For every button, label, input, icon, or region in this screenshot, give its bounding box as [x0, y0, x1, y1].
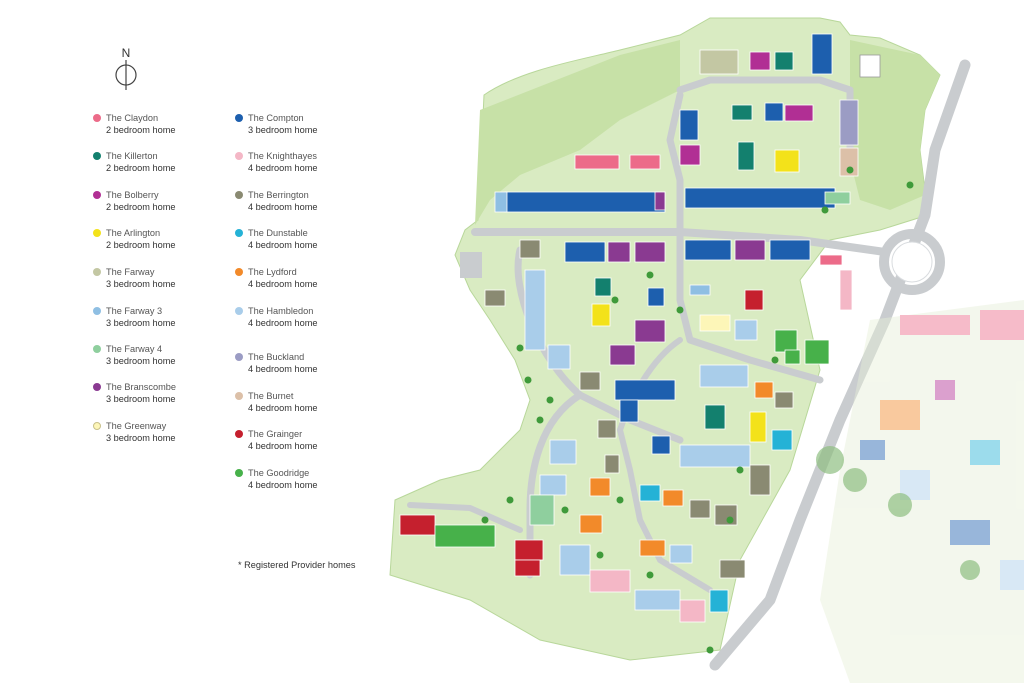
legend-item-knighthayes: The Knighthayes 4 bedroom home	[235, 151, 317, 174]
legend-swatch	[235, 229, 243, 237]
legend-swatch	[235, 469, 243, 477]
legend-swatch	[93, 345, 101, 353]
registered-provider-note: * Registered Provider homes	[238, 560, 356, 570]
legend-swatch	[93, 152, 101, 160]
legend-item-dunstable: The Dunstable 4 bedroom home	[235, 228, 317, 251]
legend-item-buckland: The Buckland 4 bedroom home	[235, 352, 317, 375]
compass-label: N	[121, 46, 131, 60]
estate-road-sw	[407, 502, 523, 533]
legend-swatch	[235, 430, 243, 438]
legend-item-greenway: The Greenway 3 bedroom home	[93, 421, 175, 444]
legend-swatch	[235, 268, 243, 276]
legend-swatch	[93, 268, 101, 276]
legend-swatch	[235, 307, 243, 315]
legend-item-burnet: The Burnet 4 bedroom home	[235, 391, 317, 414]
legend-swatch	[235, 152, 243, 160]
legend-swatch	[93, 307, 101, 315]
legend-item-farway-4: The Farway 4 3 bedroom home	[93, 344, 175, 367]
legend-item-branscombe: The Branscombe 3 bedroom home	[93, 382, 176, 405]
north-compass: N	[108, 46, 144, 92]
trees	[481, 166, 914, 654]
site-plan-map	[389, 17, 1024, 683]
legend-item-farway: The Farway 3 bedroom home	[93, 267, 175, 290]
legend-swatch	[235, 114, 243, 122]
estate-road-west	[471, 228, 889, 256]
legend-item-killerton: The Killerton 2 bedroom home	[93, 151, 175, 174]
estate-road-loop	[666, 91, 824, 384]
field-north-east	[850, 40, 940, 210]
field-west	[475, 40, 680, 225]
legend-swatch	[93, 229, 101, 237]
parking-area	[460, 252, 482, 278]
house-plots	[399, 33, 881, 623]
legend-item-goodridge: The Goodridge 4 bedroom home	[235, 468, 317, 491]
tree-groups-east	[816, 446, 980, 580]
road-network	[407, 59, 971, 671]
legend-item-bolberry: The Bolberry 2 bedroom home	[93, 190, 175, 213]
legend-swatch	[93, 114, 101, 122]
legend-swatch	[93, 191, 101, 199]
legend-item-lydford: The Lydford 4 bedroom home	[235, 267, 317, 290]
legend-swatch	[235, 191, 243, 199]
main-road	[709, 59, 971, 671]
legend-item-compton: The Compton 3 bedroom home	[235, 113, 317, 136]
neighbouring-estate	[820, 300, 1024, 683]
compass-icon	[115, 60, 137, 90]
legend-swatch	[235, 353, 243, 361]
legend-item-hambledon: The Hambledon 4 bedroom home	[235, 306, 317, 329]
legend-item-grainger: The Grainger 4 bedroom home	[235, 429, 317, 452]
legend-item-berrington: The Berrington 4 bedroom home	[235, 190, 317, 213]
legend-item-farway-3: The Farway 3 3 bedroom home	[93, 306, 175, 329]
roundabout	[879, 229, 945, 295]
legend-swatch	[235, 392, 243, 400]
legend-item-claydon: The Claydon 2 bedroom home	[93, 113, 175, 136]
legend-swatch	[93, 422, 101, 430]
legend-item-arlington: The Arlington 2 bedroom home	[93, 228, 175, 251]
legend-swatch	[93, 383, 101, 391]
